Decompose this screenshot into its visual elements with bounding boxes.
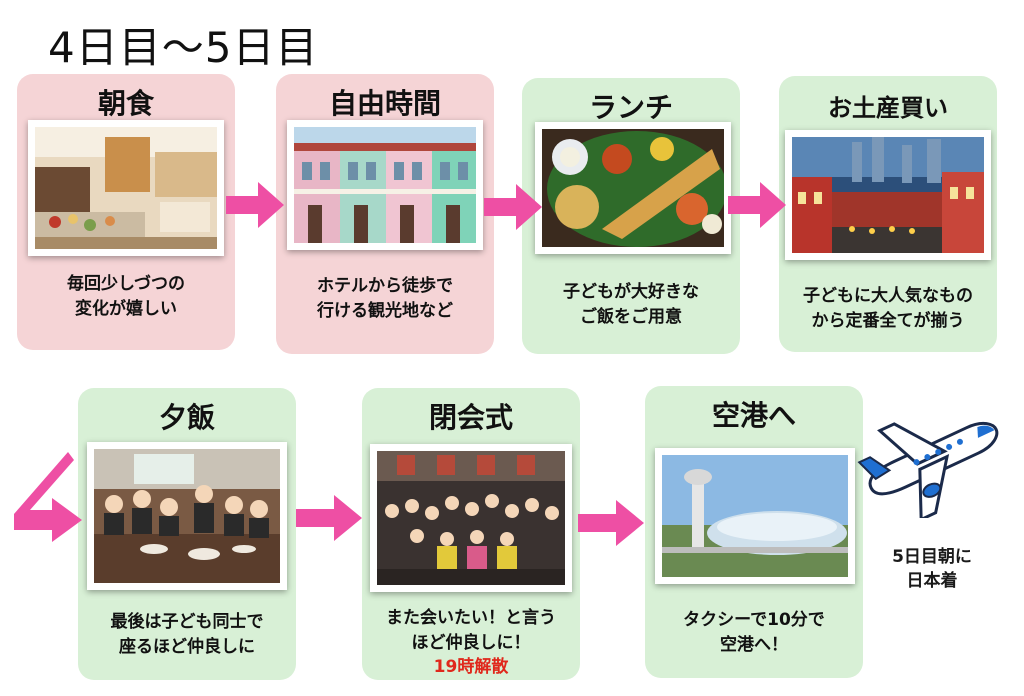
step-title: ランチ xyxy=(588,91,673,124)
group-photo xyxy=(370,444,572,592)
wrap-arrow-icon xyxy=(14,452,82,542)
step-card-airport: 空港へ タクシーで10分で 空港へ！ xyxy=(645,386,863,678)
step-title: 空港へ xyxy=(711,399,796,432)
arrow-right-icon xyxy=(484,184,542,230)
arrival-note: 5日目朝に 日本着 xyxy=(892,547,972,591)
step-desc: また会いたい！と言う ほど仲良しに！ 19時解散 xyxy=(362,606,580,680)
page-title: 4日目〜5日目 xyxy=(48,23,319,72)
step-title: 夕飯 xyxy=(158,401,215,434)
step-desc: タクシーで10分で 空港へ！ xyxy=(683,610,825,655)
dismissal-time: 19時解散 xyxy=(433,657,509,678)
arrow-right-icon xyxy=(578,500,644,546)
arrow-right-icon xyxy=(728,182,786,228)
step-title: 閉会式 xyxy=(428,401,513,434)
step-desc: 毎回少しづつの 変化が嬉しい xyxy=(67,274,185,319)
step-card-dinner: 夕飯 最後は子ども同士で 座るほど仲良しに xyxy=(78,388,296,680)
step-card-closing: 閉会式 また会いたい！と言う ほど仲良しに！ 19時解散 xyxy=(362,388,580,680)
step-desc: 最後は子ども同士で 座るほど仲良しに xyxy=(110,612,264,657)
hotel-buffet-photo xyxy=(28,120,224,256)
shophouses-photo xyxy=(287,120,483,250)
step-card-lunch: ランチ 子どもが大好きな ご飯をご用意 xyxy=(522,78,740,354)
indian-meal-photo xyxy=(535,122,731,254)
step-card-souvenir: お土産買い 子どもに大人気なもの から定番全てが揃う xyxy=(779,76,997,352)
arrow-right-icon xyxy=(226,182,284,228)
step-desc: 子どもに大人気なもの から定番全てが揃う xyxy=(803,286,973,331)
step-title: 自由時間 xyxy=(328,87,441,120)
step-card-free-time: 自由時間 ホテルから徒歩で 行ける観光地など xyxy=(276,74,494,354)
dinner-group-photo xyxy=(87,442,287,590)
step-desc: 子どもが大好きな ご飯をご用意 xyxy=(563,282,699,327)
arrow-right-icon xyxy=(296,495,362,541)
chinatown-photo xyxy=(785,130,991,260)
step-desc: ホテルから徒歩で 行ける観光地など xyxy=(317,276,453,321)
step-title: お土産買い xyxy=(828,94,948,122)
airport-photo xyxy=(655,448,855,584)
step-title: 朝食 xyxy=(97,87,154,120)
airplane-icon xyxy=(857,421,999,518)
step-card-breakfast: 朝食 毎回少しづつの 変化が嬉しい xyxy=(17,74,235,350)
